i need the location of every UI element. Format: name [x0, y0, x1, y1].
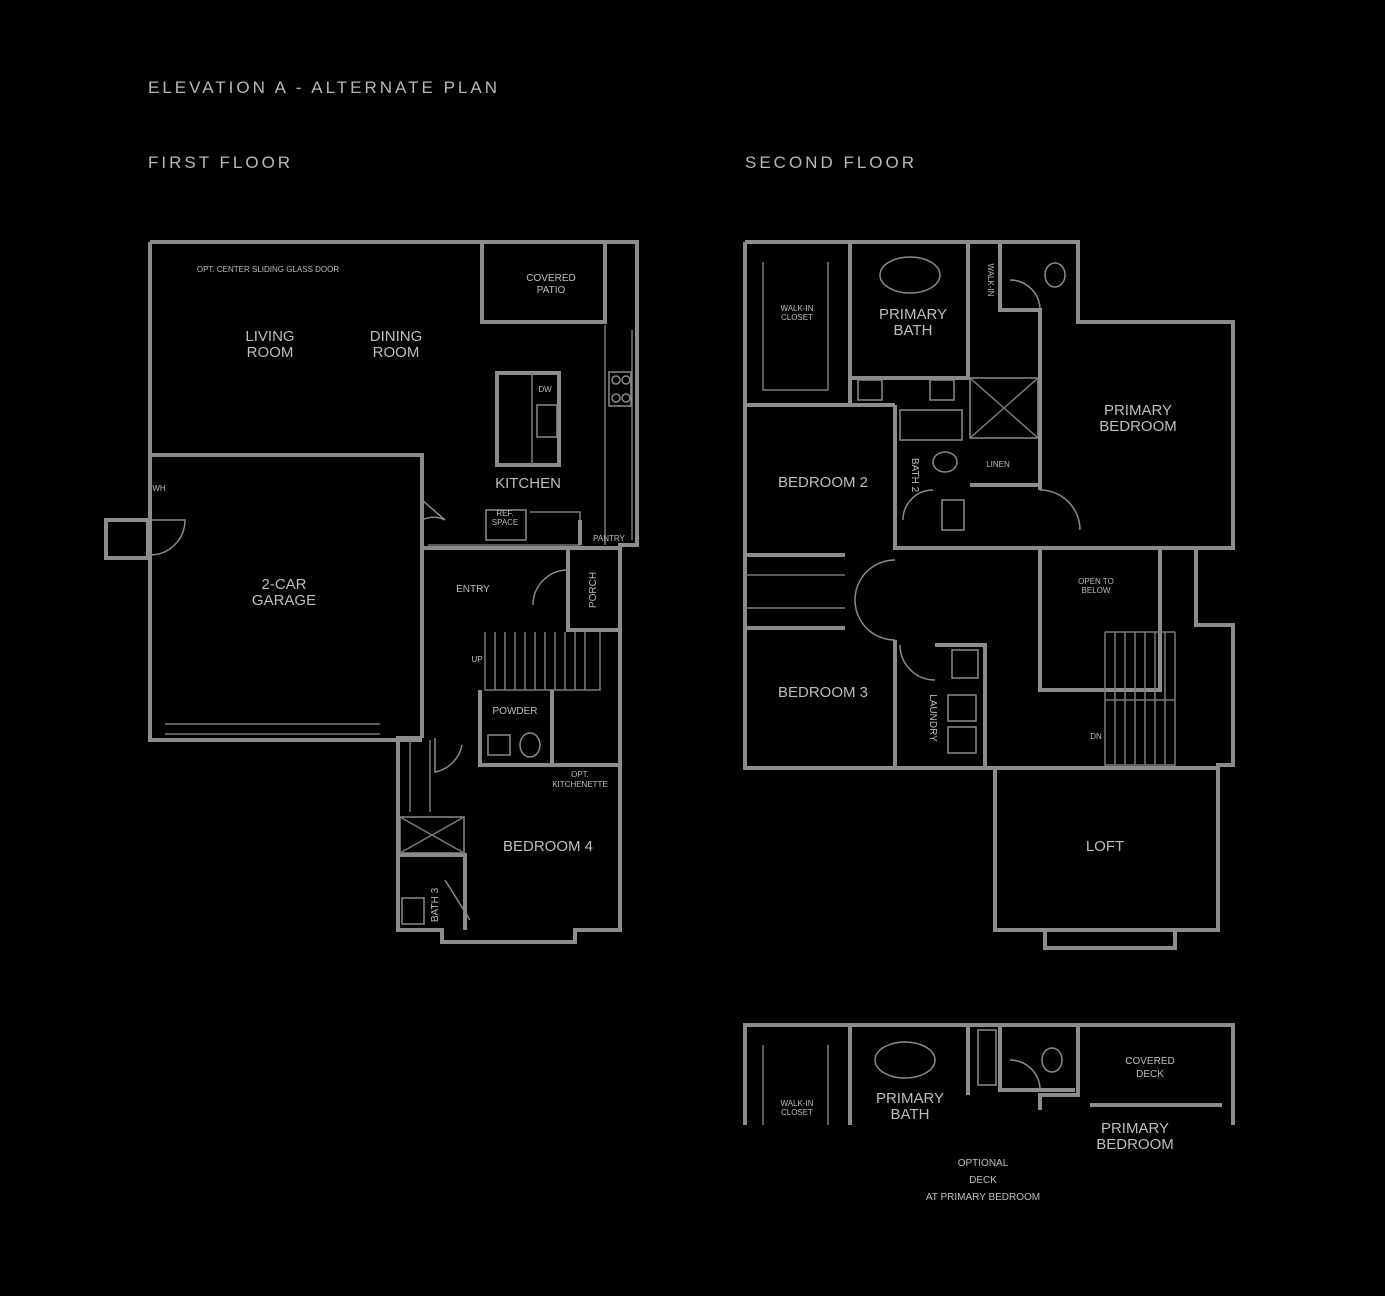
opt-kitchenette-label-1: OPT. — [571, 770, 589, 779]
deck-primary-bath-label-1: PRIMARY — [876, 1090, 944, 1107]
optional-deck-caption-1: OPTIONAL — [958, 1158, 1009, 1169]
ref-space-label-1: REF. — [496, 509, 513, 518]
garage-label-1: 2-CAR — [261, 576, 306, 593]
primary-bath-label-2: BATH — [894, 322, 933, 339]
open-to-below-label-1: OPEN TO — [1078, 577, 1114, 586]
laundry-label: LAUNDRY — [927, 694, 938, 742]
first-floor-heading: FIRST FLOOR — [148, 153, 294, 172]
pantry-label: PANTRY — [593, 534, 625, 543]
deck-primary-bath-label-2: BATH — [891, 1106, 930, 1123]
walkin-closet-label-2: CLOSET — [781, 313, 813, 322]
walkin-label: WALK-IN — [986, 263, 995, 296]
primary-bath-label-1: PRIMARY — [879, 306, 947, 323]
optional-deck-caption-3: AT PRIMARY BEDROOM — [926, 1192, 1040, 1203]
living-room-label-1: LIVING — [245, 328, 294, 345]
ref-space-label-2: SPACE — [492, 518, 519, 527]
opt-sliding-door-label: OPT. CENTER SLIDING GLASS DOOR — [197, 265, 339, 274]
covered-deck-label-1: COVERED — [1125, 1056, 1174, 1067]
loft-label: LOFT — [1086, 838, 1124, 855]
covered-patio-label-1: COVERED — [526, 273, 575, 284]
second-floor-heading: SECOND FLOOR — [745, 153, 918, 172]
covered-deck-label-2: DECK — [1136, 1069, 1164, 1080]
powder-label: POWDER — [493, 706, 538, 717]
garage-label-2: GARAGE — [252, 592, 316, 609]
second-floor-plan: WALK-IN CLOSET PRIMARY BATH WALK-IN PRIM… — [743, 240, 1235, 950]
open-to-below-label-2: BELOW — [1082, 586, 1111, 595]
dining-room-label-2: ROOM — [373, 344, 420, 361]
primary-bedroom-label-1: PRIMARY — [1104, 402, 1172, 419]
bedroom4-label: BEDROOM 4 — [503, 838, 593, 855]
walkin-closet-label-1: WALK-IN — [780, 304, 813, 313]
stair-treads — [494, 632, 586, 690]
porch-label: PORCH — [588, 572, 599, 608]
opt-kitchenette-label-2: KITCHENETTE — [552, 780, 608, 789]
deck-primary-bedroom-label-1: PRIMARY — [1101, 1120, 1169, 1137]
deck-primary-bedroom-label-2: BEDROOM — [1096, 1136, 1174, 1153]
deck-walkin-closet-label-2: CLOSET — [781, 1108, 813, 1117]
elevation-title: ELEVATION A - ALTERNATE PLAN — [148, 78, 500, 97]
optional-deck-caption-2: DECK — [969, 1175, 997, 1186]
dining-room-label-1: DINING — [370, 328, 423, 345]
bath2-label: BATH 2 — [909, 458, 920, 493]
covered-patio-label-2: PATIO — [537, 285, 566, 296]
entry-label: ENTRY — [456, 584, 490, 595]
bedroom3-label: BEDROOM 3 — [778, 684, 868, 701]
dn-label: DN — [1090, 732, 1102, 741]
primary-bedroom-label-2: BEDROOM — [1099, 418, 1177, 435]
deck-walkin-closet-label-1: WALK-IN — [780, 1099, 813, 1108]
first-floor-plan: OPT. CENTER SLIDING GLASS DOOR COVERED P… — [104, 240, 639, 944]
up-label: UP — [471, 655, 482, 664]
optional-deck-plan: WALK-IN CLOSET PRIMARY BATH COVERED DECK… — [743, 1023, 1235, 1203]
living-room-label-2: ROOM — [247, 344, 294, 361]
wh-label: WH — [152, 484, 166, 493]
upper-stair-treads — [1114, 632, 1166, 765]
dw-label: DW — [538, 385, 552, 394]
linen-label: LINEN — [986, 460, 1010, 469]
kitchen-label: KITCHEN — [495, 475, 561, 492]
bedroom2-label: BEDROOM 2 — [778, 474, 868, 491]
bath3-label: BATH 3 — [430, 887, 441, 922]
